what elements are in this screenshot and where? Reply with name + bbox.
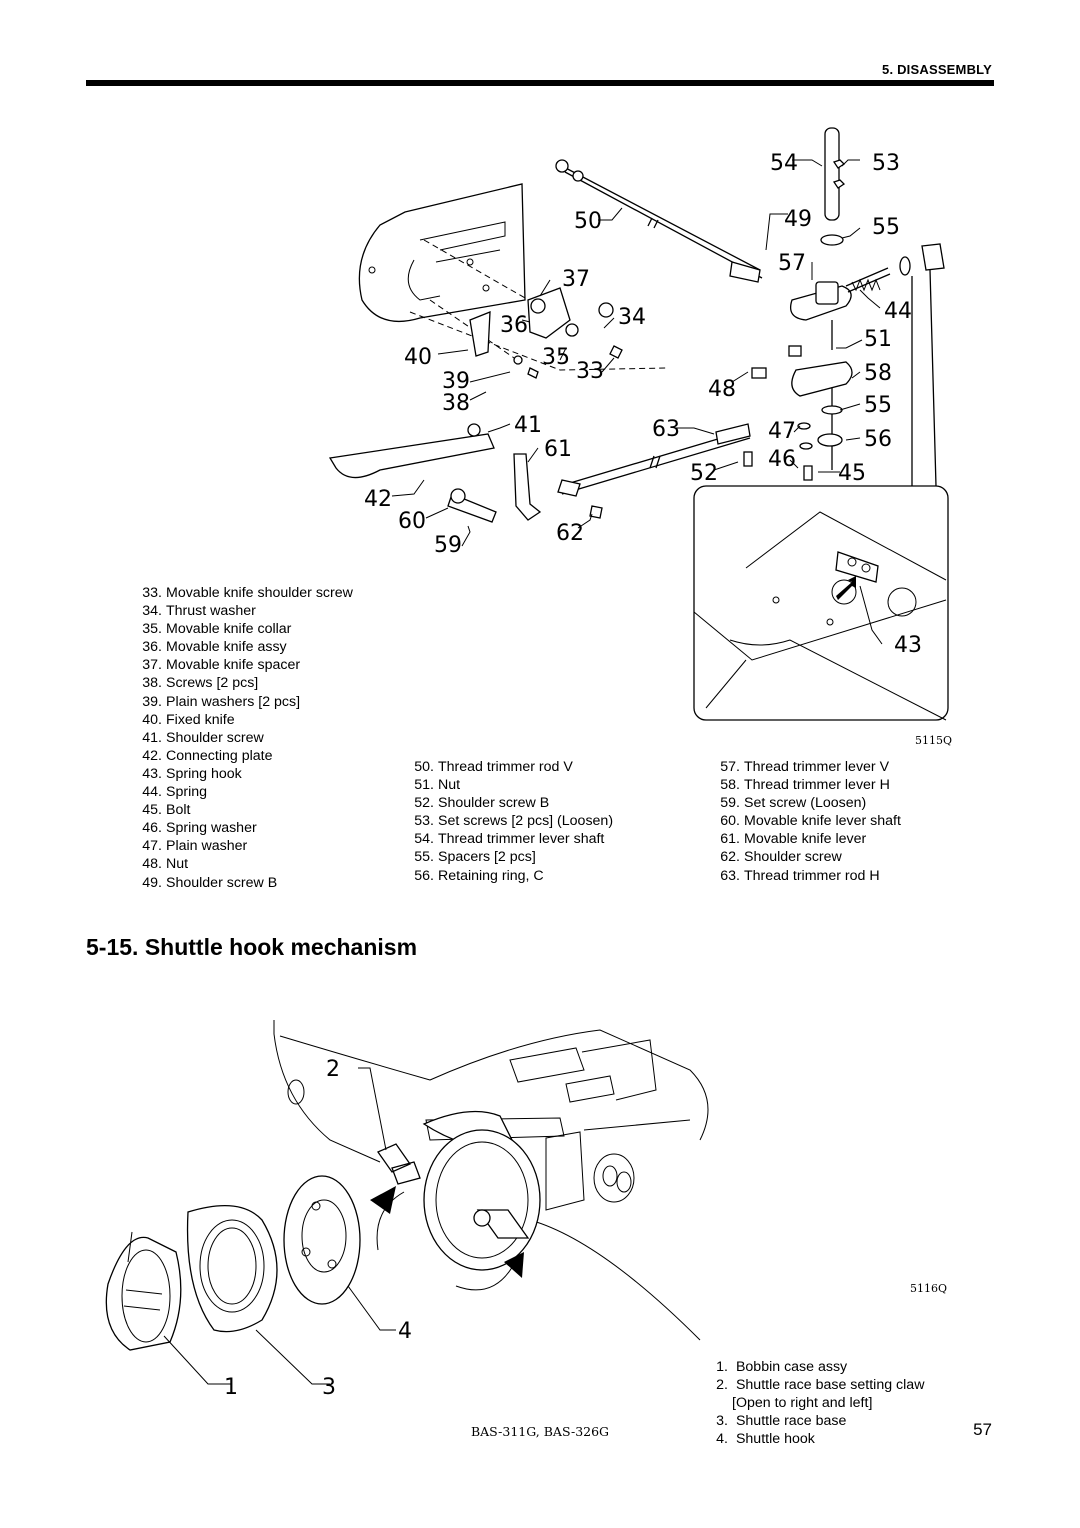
- parts-list-item: 47.Plain washer: [142, 838, 248, 855]
- parts-list-item: 57.Thread trimmer lever V: [720, 759, 890, 775]
- figure1-callouts: 54 53 50 49 55 57 37 44 36 34 51 40 35 3…: [364, 151, 952, 747]
- callout-3: 3: [322, 1375, 336, 1400]
- callout-1: 1: [224, 1375, 238, 1400]
- callout-33: 33: [576, 359, 604, 384]
- parts-list-item: 39.Plain washers [2 pcs]: [142, 693, 301, 710]
- callout-50: 50: [574, 209, 602, 234]
- parts-list-item: 36.Movable knife assy: [142, 639, 287, 656]
- parts-list-item: 58.Thread trimmer lever H: [720, 777, 890, 794]
- parts-list-item: 51.Nut: [414, 777, 461, 794]
- parts-list-item: 3. Shuttle race base: [716, 1413, 847, 1430]
- callout-55-bottom: 55: [864, 393, 892, 418]
- callout-41: 41: [514, 413, 542, 438]
- parts-list-item: 56.Retaining ring, C: [414, 867, 544, 884]
- parts-list-item: 34.Thrust washer: [142, 603, 256, 620]
- parts-list-item-continuation: [Open to right and left]: [732, 1395, 873, 1412]
- parts-list-item: 61.Movable knife lever: [720, 831, 867, 848]
- parts-list-item: 37.Movable knife spacer: [142, 657, 301, 674]
- parts-list-column-b: 50.Thread trimmer rod V 51.Nut 52.Should…: [406, 758, 613, 885]
- parts-list-column-a: 33.Movable knife shoulder screw 34.Thrus…: [134, 584, 353, 892]
- callout-38: 38: [442, 391, 470, 416]
- parts-list-item: 53.Set screws [2 pcs] (Loosen): [414, 813, 614, 830]
- callout-60: 60: [398, 509, 426, 534]
- header-rule: [86, 80, 994, 86]
- callout-4: 4: [398, 1319, 412, 1344]
- footer-model-names: BAS-311G, BAS-326G: [470, 1424, 610, 1439]
- parts-list-item: 43.Spring hook: [142, 765, 242, 782]
- callout-59: 59: [434, 533, 462, 558]
- parts-list-item: 60.Movable knife lever shaft: [720, 813, 901, 830]
- figure2-callouts: 1 2 3 4 5116Q: [224, 1057, 947, 1400]
- callout-leaders: [391, 159, 883, 645]
- page-number: 57: [973, 1420, 992, 1439]
- parts-list-item: 2. Shuttle race base setting claw: [716, 1377, 925, 1394]
- callout-61: 61: [544, 437, 572, 462]
- callout-63: 63: [652, 417, 680, 442]
- callout-47: 47: [768, 419, 796, 444]
- callout-36: 36: [500, 313, 528, 338]
- parts-list-item: 62.Shoulder screw: [720, 849, 842, 866]
- callout-42: 42: [364, 487, 392, 512]
- callout-53: 53: [872, 151, 900, 176]
- parts-list-item: 50.Thread trimmer rod V: [414, 759, 573, 775]
- callout-39: 39: [442, 369, 470, 394]
- parts-list-item: 38.Screws [2 pcs]: [142, 675, 259, 692]
- callout-44: 44: [884, 299, 912, 324]
- callout-57: 57: [778, 251, 806, 276]
- parts-list-item: 63.Thread trimmer rod H: [720, 867, 880, 884]
- parts-list-item: 33.Movable knife shoulder screw: [142, 585, 353, 601]
- callout-37: 37: [562, 267, 590, 292]
- parts-list-item: 45.Bolt: [142, 802, 191, 819]
- callout-2: 2: [326, 1057, 340, 1082]
- parts-list-column-c: 57.Thread trimmer lever V 58.Thread trim…: [712, 758, 901, 885]
- parts-list-item: 1. Bobbin case assy: [716, 1359, 848, 1375]
- callout-40: 40: [404, 345, 432, 370]
- callout-54: 54: [770, 151, 798, 176]
- callout-45: 45: [838, 461, 866, 486]
- parts-list-item: 46.Spring washer: [142, 820, 257, 837]
- callout-58: 58: [864, 361, 892, 386]
- callout-46: 46: [768, 447, 796, 472]
- shuttle-hook-drawing: [105, 1020, 709, 1385]
- callout-51: 51: [864, 327, 892, 352]
- callout-52: 52: [690, 461, 718, 486]
- parts-list-item: 54.Thread trimmer lever shaft: [414, 831, 605, 848]
- parts-list-item: 42.Connecting plate: [142, 747, 273, 764]
- parts-list-item: 49.Shoulder screw B: [142, 874, 278, 891]
- parts-list-item: 44.Spring: [142, 784, 208, 801]
- parts-list-item: 4. Shuttle hook: [716, 1431, 815, 1448]
- shuttle-parts-list: 1. Bobbin case assy 2. Shuttle race base…: [712, 1358, 924, 1448]
- parts-list-item: 40.Fixed knife: [142, 711, 235, 728]
- callout-48: 48: [708, 377, 736, 402]
- diagram-drawing: [328, 127, 949, 721]
- parts-list-item: 48.Nut: [142, 856, 189, 873]
- callout-43: 43: [894, 633, 922, 658]
- callout-55-top: 55: [872, 215, 900, 240]
- parts-list-item: 52.Shoulder screw B: [414, 795, 550, 812]
- parts-list-item: 55.Spacers [2 pcs]: [414, 849, 536, 866]
- callout-34: 34: [618, 305, 646, 330]
- parts-list-item: 41.Shoulder screw: [142, 729, 264, 746]
- callout-49: 49: [784, 207, 812, 232]
- section-header: 5. DISASSEMBLY: [882, 62, 992, 77]
- callout-56: 56: [864, 427, 892, 452]
- parts-list-item: 35.Movable knife collar: [142, 621, 292, 638]
- figure1-image-code: 5115Q: [915, 734, 952, 747]
- callout-62: 62: [556, 521, 584, 546]
- parts-list-item: 59.Set screw (Loosen): [720, 795, 867, 812]
- callout-35: 35: [542, 345, 570, 370]
- section-title: 5-15. Shuttle hook mechanism: [86, 934, 418, 960]
- figure2-image-code: 5116Q: [910, 1282, 947, 1295]
